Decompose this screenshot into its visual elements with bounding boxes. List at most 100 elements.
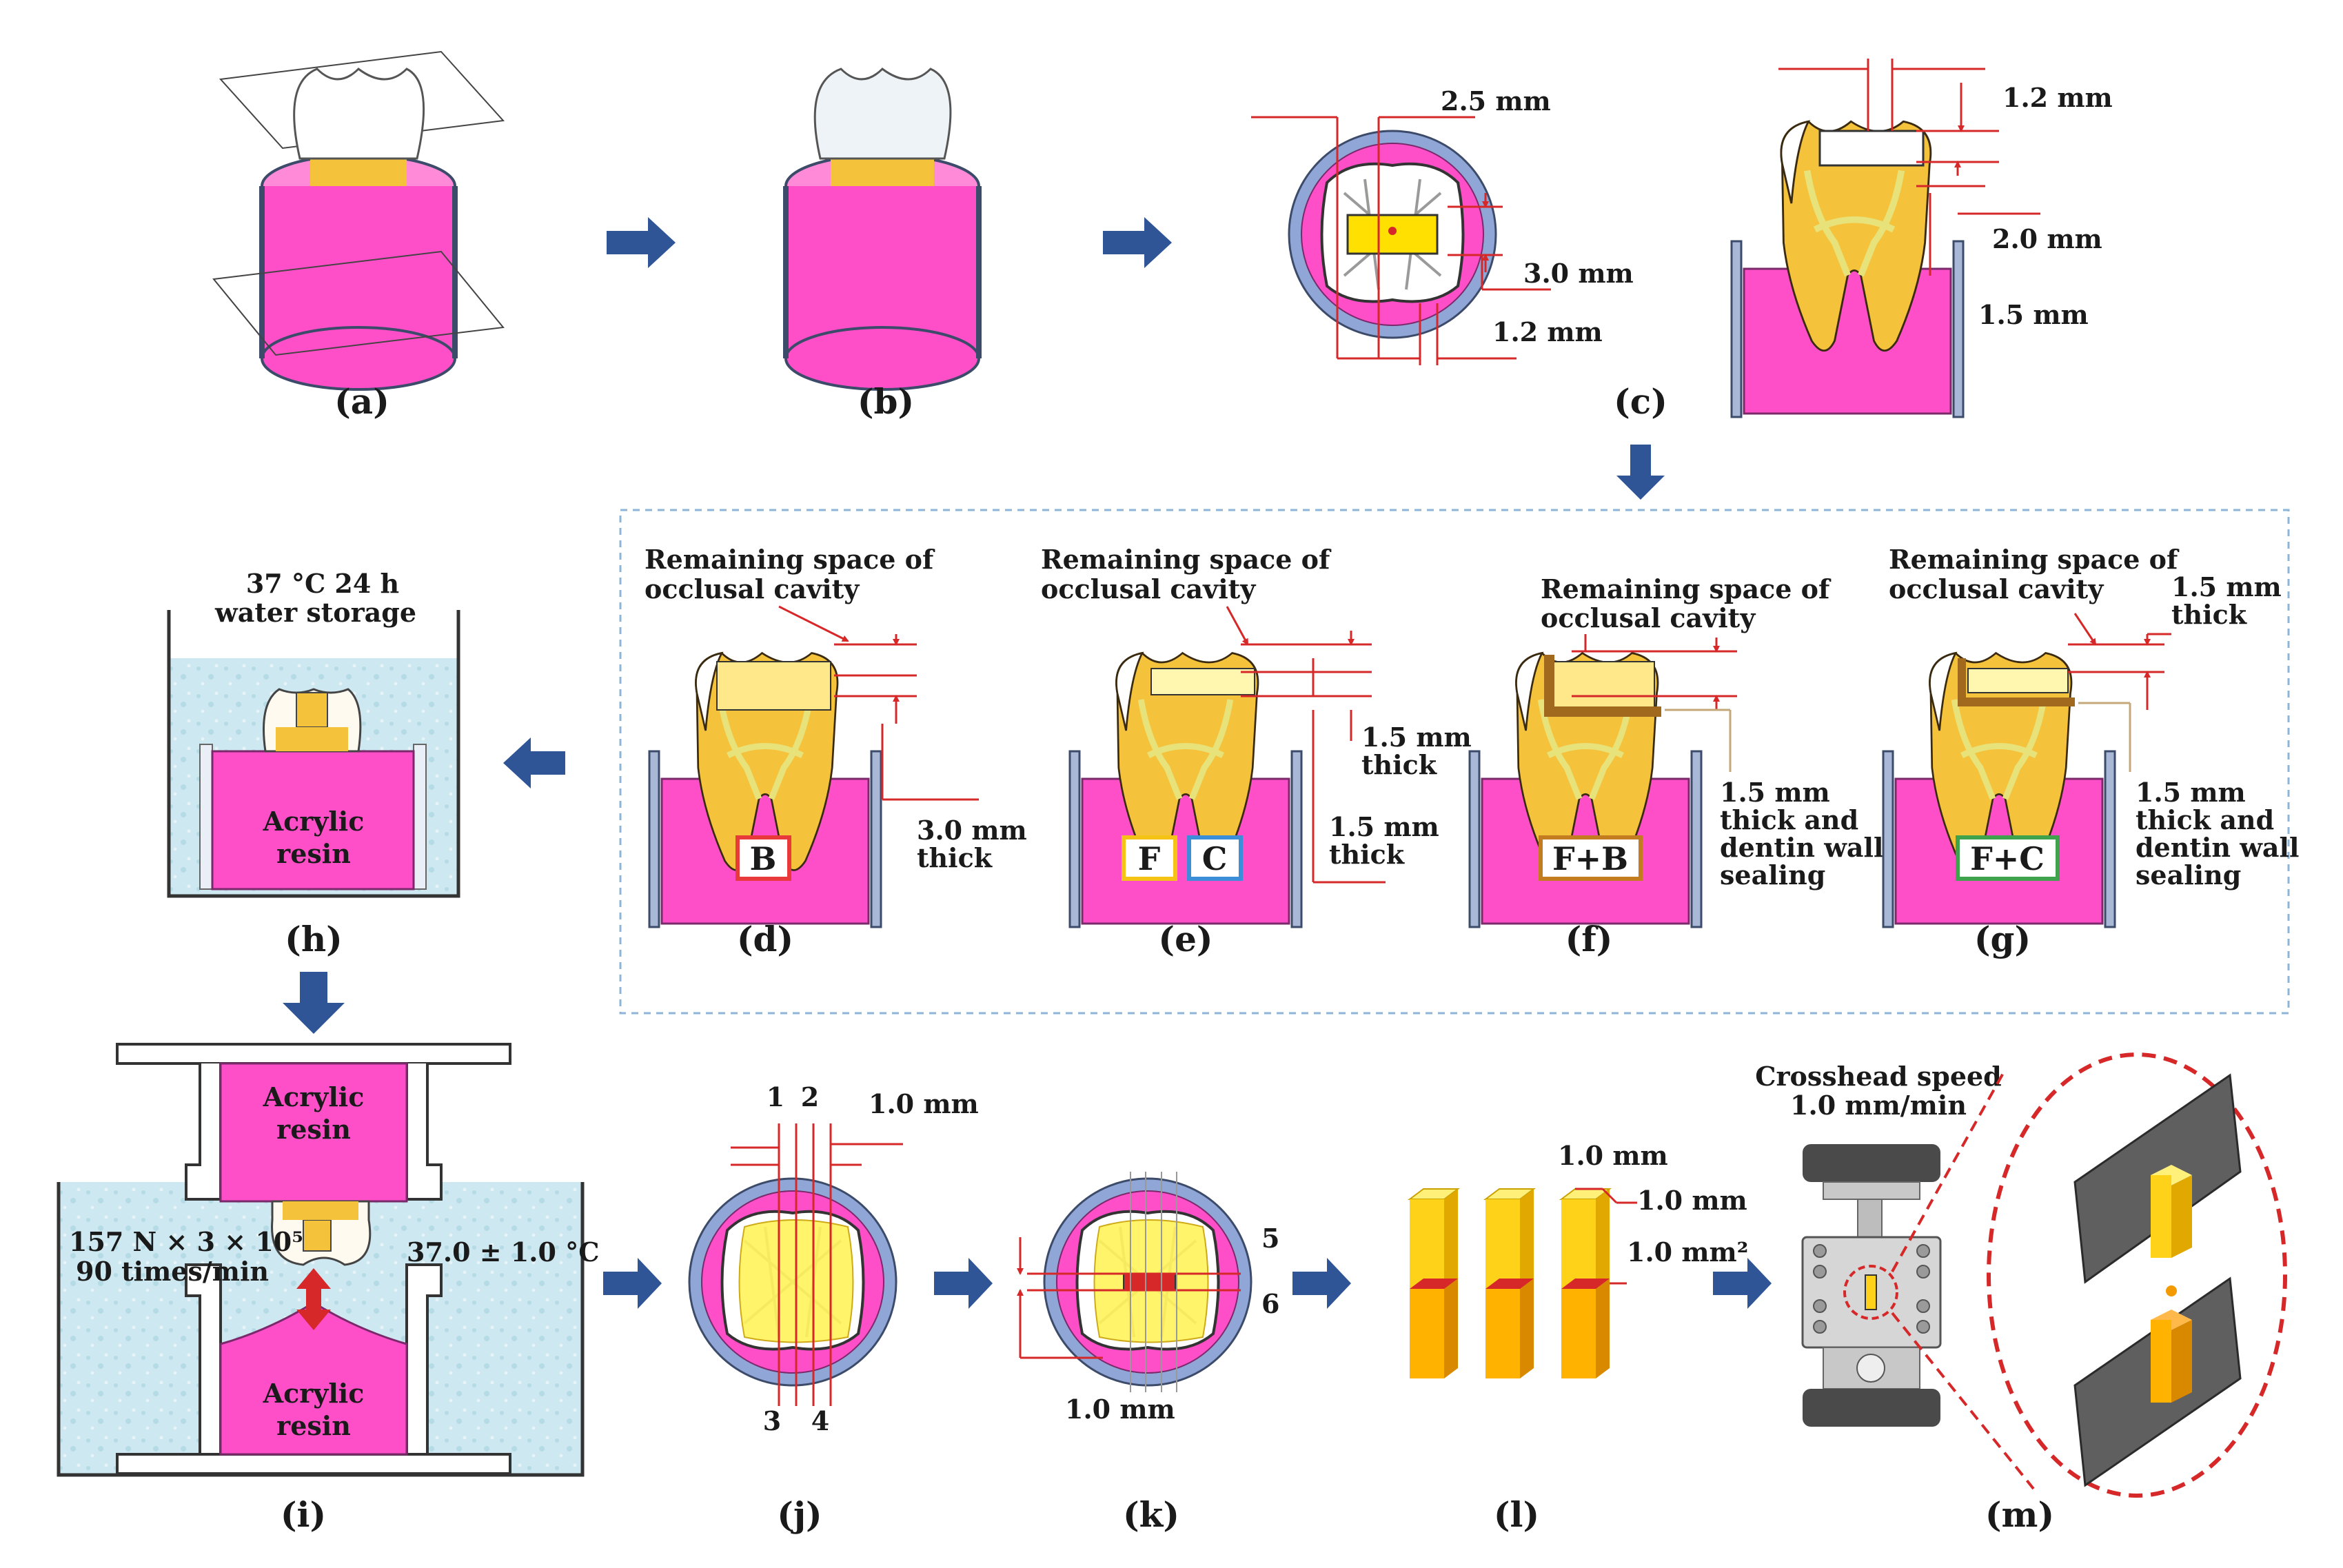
specimen-rod-1: [1409, 1188, 1459, 1379]
arrow-right-icon: [934, 1258, 993, 1309]
remaining-space-label-f1: Remaining space of: [1541, 573, 1832, 604]
group-c-badge: [1187, 835, 1243, 881]
load-arrow: [296, 1268, 331, 1330]
panel-e: Remaining space of occlusal cavity 1.5 m…: [1041, 544, 1472, 959]
load-frequency: 90 times/min: [76, 1256, 269, 1287]
panel-label-a: (a): [334, 381, 389, 422]
section-height: 1.0 mm: [1065, 1394, 1175, 1425]
remaining-space-label-g1: Remaining space of: [1889, 544, 2180, 575]
cut-plane: [212, 250, 505, 356]
thickness-e-b2: thick: [1329, 839, 1405, 870]
thickness-g1: 1.5 mm: [2171, 571, 2282, 602]
thickness-e-b1: 1.5 mm: [1329, 811, 1439, 842]
arrow-right-icon: [607, 217, 676, 268]
section-width: 1.0 mm: [869, 1088, 979, 1119]
cut-line-2: 2: [801, 1081, 819, 1112]
panel-label-m: (m): [1985, 1494, 2054, 1535]
remaining-space-label-e1: Remaining space of: [1041, 544, 1332, 575]
rod-depth: 1.0 mm: [1637, 1185, 1747, 1216]
remaining-space-label-d2: occlusal cavity: [645, 573, 860, 604]
group-fb-badge: [1539, 835, 1643, 881]
note-g3: dentin wall: [2136, 832, 2299, 863]
crosshead-speed-value: 1.0 mm/min: [1790, 1090, 1967, 1121]
panel-c: 2.5 mm 3.0 mm 1.2 mm 1.2 mm 2.0 mm 1.5 m…: [1251, 59, 2113, 422]
note-g2: thick and: [2136, 804, 2274, 835]
dim-1-5mm: 1.5 mm: [1978, 299, 2089, 330]
panel-label-c: (c): [1614, 381, 1667, 422]
dim-2-0mm: 2.0 mm: [1992, 223, 2102, 254]
resin-label-i-bot1: Acrylic: [263, 1378, 365, 1409]
remaining-space-label-e2: occlusal cavity: [1041, 573, 1256, 604]
thickness-e-a1: 1.5 mm: [1361, 722, 1472, 753]
remaining-space-label-d1: Remaining space of: [645, 544, 935, 575]
crosshead-speed-label: Crosshead speed: [1755, 1061, 2002, 1092]
panel-a: (a): [212, 50, 505, 422]
panel-d: Remaining space of occlusal cavity 3.0 m…: [645, 544, 1027, 959]
arrow-right-icon: [1292, 1258, 1351, 1309]
panel-h: 37 °C 24 h water storage Acrylic resin (…: [167, 568, 460, 959]
group-f-badge: [1122, 835, 1177, 881]
storage-cond2: water storage: [214, 597, 416, 628]
resin-label-h1: Acrylic: [263, 806, 365, 837]
panel-label-d: (d): [737, 919, 793, 959]
group-c-code: C: [1202, 840, 1228, 877]
cut-line-1: 1: [767, 1081, 784, 1112]
cut-line-4: 4: [811, 1405, 829, 1436]
tooth-icon: [813, 68, 952, 160]
panel-label-i: (i): [281, 1494, 326, 1535]
lower-specimen-half: [2151, 1310, 2192, 1403]
specimen-rod-3: [1561, 1188, 1610, 1379]
note-g1: 1.5 mm: [2136, 777, 2246, 808]
group-b-code: B: [750, 840, 777, 877]
panel-label-k: (k): [1123, 1494, 1179, 1535]
storage-cond1: 37 °C 24 h: [246, 568, 399, 599]
panel-k: 5 6 1.0 mm (k): [1017, 1172, 1279, 1535]
bonded-area: 1.0 mm²: [1627, 1236, 1748, 1267]
remaining-space-label-g2: occlusal cavity: [1889, 573, 2104, 604]
panel-label-g: (g): [1974, 919, 2031, 959]
tooth-icon: [293, 68, 425, 160]
panel-label-h: (h): [285, 919, 343, 959]
panel-m: Crosshead speed 1.0 mm/min (m): [1755, 1052, 2287, 1535]
note-f2: thick and: [1720, 804, 1858, 835]
dim-1-2mm-b: 1.2 mm: [2002, 82, 2113, 113]
thickness-d1: 3.0 mm: [917, 815, 1027, 846]
resin-label-i-bot2: resin: [276, 1410, 351, 1441]
panel-label-b: (b): [858, 381, 914, 422]
group-fc-code: F+C: [1970, 840, 2045, 877]
testing-jig: [1801, 1144, 1942, 1427]
fracture-point: [2166, 1285, 2177, 1296]
cut-line-5: 5: [1261, 1223, 1279, 1254]
dim-2-5mm: 2.5 mm: [1441, 85, 1551, 116]
panel-g: Remaining space of occlusal cavity 1.5 m…: [1882, 544, 2299, 959]
water-temp: 37.0 ± 1.0 °C: [407, 1236, 599, 1267]
note-f3: dentin wall: [1720, 832, 1883, 863]
panel-j: 1 2 1.0 mm 3 4 (j): [688, 1081, 979, 1535]
thickness-e-a2: thick: [1361, 749, 1437, 780]
cut-line-3: 3: [763, 1405, 781, 1436]
resin-label-h2: resin: [276, 838, 351, 869]
magnified-view-outline: [1987, 1052, 2287, 1498]
thickness-d2: thick: [917, 842, 993, 873]
panel-label-j: (j): [777, 1494, 822, 1535]
arrow-right-icon: [603, 1258, 662, 1309]
group-b-badge: [736, 835, 791, 881]
thickness-g2: thick: [2171, 599, 2247, 630]
panel-b: (b): [783, 68, 982, 422]
arrow-down-icon: [1616, 445, 1665, 500]
panel-label-l: (l): [1494, 1494, 1539, 1535]
note-f4: sealing: [1720, 859, 1825, 890]
panel-f: Remaining space of occlusal cavity 1.5 m…: [1468, 573, 1883, 959]
resin-label-i-top1: Acrylic: [263, 1081, 365, 1112]
restoration-groups-box: [619, 509, 2290, 1015]
specimen-rod-2: [1485, 1188, 1534, 1379]
panel-i: Acrylic resin Acrylic resin 157 N × 3 × …: [57, 1043, 599, 1535]
arrow-down-icon: [283, 972, 345, 1034]
arrow-right-icon: [1103, 217, 1172, 268]
arrow-left-icon: [503, 737, 565, 788]
resin-label-i-top2: resin: [276, 1114, 351, 1145]
dim-1-2mm-a: 1.2 mm: [1492, 316, 1603, 347]
rod-width: 1.0 mm: [1558, 1140, 1668, 1171]
cyclic-load: 157 N × 3 × 10⁵: [69, 1226, 303, 1257]
